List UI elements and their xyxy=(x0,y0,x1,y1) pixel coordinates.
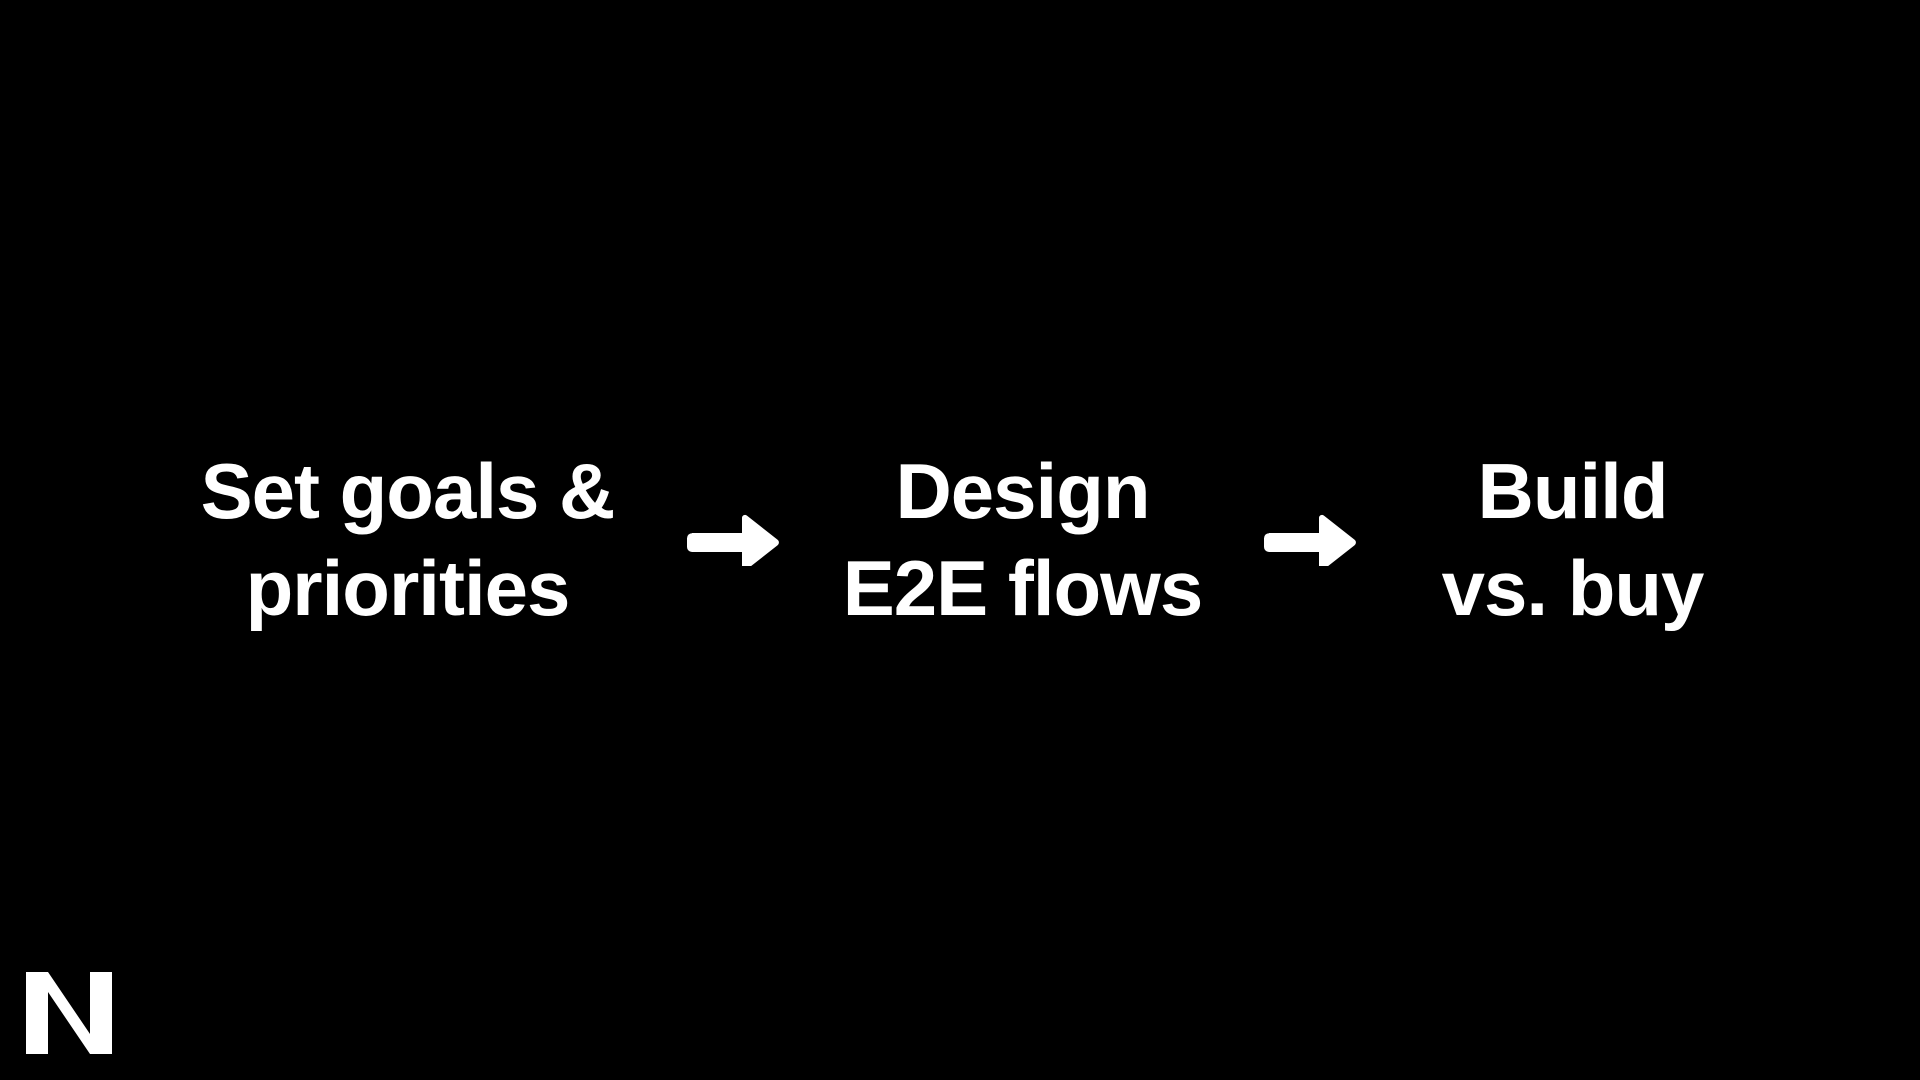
process-step-line: Design xyxy=(895,447,1150,535)
process-connector xyxy=(1223,514,1398,566)
process-step-build-vs-buy: Build vs. buy xyxy=(1398,443,1748,637)
arrow-right-icon xyxy=(686,514,779,566)
process-step-set-goals: Set goals & priorities xyxy=(173,443,643,637)
process-step-line: priorities xyxy=(245,544,571,632)
process-connector xyxy=(643,514,823,566)
process-step-line: Set goals & xyxy=(200,447,616,535)
arrow-right-icon xyxy=(1264,514,1356,566)
process-step-line: Build xyxy=(1477,447,1669,535)
n-logo-mark-icon xyxy=(26,972,112,1054)
process-step-line: vs. buy xyxy=(1441,544,1705,632)
process-step-line: E2E flows xyxy=(842,544,1203,632)
process-step-design-e2e-flows: Design E2E flows xyxy=(823,443,1223,637)
